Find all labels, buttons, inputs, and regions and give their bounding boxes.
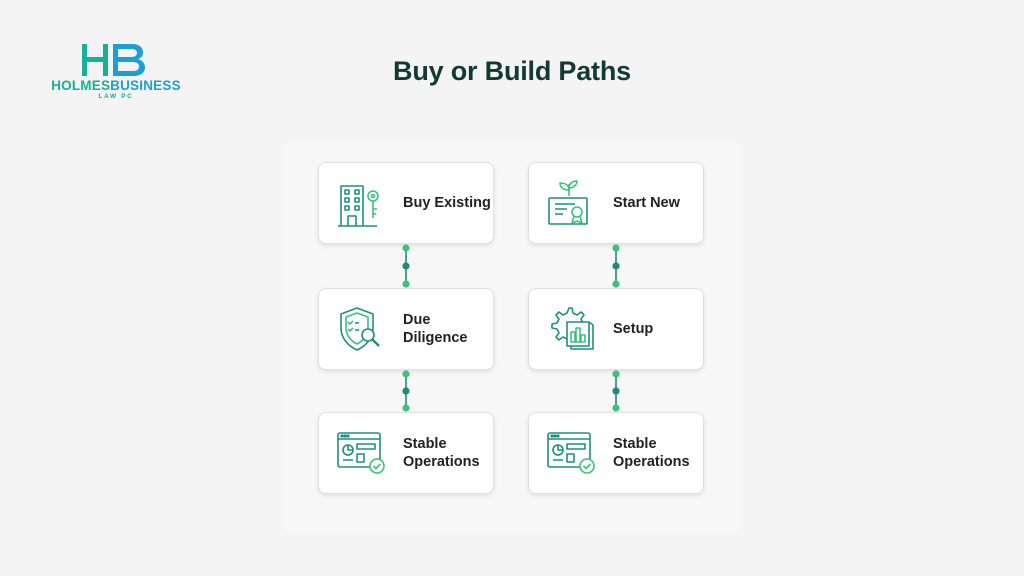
connector-dot: [402, 244, 410, 252]
step-label-line: Operations: [403, 454, 480, 470]
step-label-line: Buy Existing: [403, 195, 491, 211]
connector-dot: [612, 244, 620, 252]
connector-dot: [402, 370, 410, 378]
connector-dot: [402, 387, 410, 395]
building-key-icon: [335, 178, 389, 230]
connector-dot: [402, 404, 410, 412]
company-logo: HOLMESBUSINESS LAW PC: [50, 42, 182, 102]
page-title: Buy or Build Paths: [393, 56, 631, 86]
sprout-certificate-icon: [545, 178, 599, 230]
step-label: Start New: [613, 163, 703, 243]
gear-blueprint-icon: [545, 304, 599, 356]
step-label-line: Operations: [613, 454, 690, 470]
shield-magnifier-icon: [335, 304, 389, 356]
logo-name-part1: HOLMES: [51, 78, 111, 93]
hb-monogram-icon: [82, 44, 145, 76]
connector-dot: [612, 404, 620, 412]
connector-buy-2: [402, 370, 410, 412]
connector-buy-1: [402, 244, 410, 288]
connector-dot: [402, 280, 410, 288]
connector-dot: [402, 262, 410, 270]
step-label-line: Stable: [613, 436, 657, 452]
step-card-build-1: Start New: [528, 162, 704, 244]
step-label-line: Setup: [613, 321, 654, 337]
step-card-buy-1: Buy Existing: [318, 162, 494, 244]
step-label-line: Due: [403, 312, 431, 328]
logo-subtitle: LAW PC: [98, 93, 134, 100]
dashboard-check-icon: [545, 428, 599, 480]
step-label-line: Diligence: [403, 330, 468, 346]
dashboard-check-icon: [335, 428, 389, 480]
connector-dot: [612, 370, 620, 378]
logo-name-part2: BUSINESS: [110, 78, 181, 93]
step-label: Buy Existing: [403, 163, 493, 243]
step-label: Setup: [613, 289, 703, 369]
logo-wordmark: HOLMESBUSINESS: [50, 78, 182, 93]
step-label-line: Stable: [403, 436, 447, 452]
step-label-line: Start New: [613, 195, 680, 211]
connector-build-2: [612, 370, 620, 412]
connector-dot: [612, 280, 620, 288]
connector-dot: [612, 387, 620, 395]
connector-dot: [612, 262, 620, 270]
connector-build-1: [612, 244, 620, 288]
step-card-build-2: Setup: [528, 288, 704, 370]
